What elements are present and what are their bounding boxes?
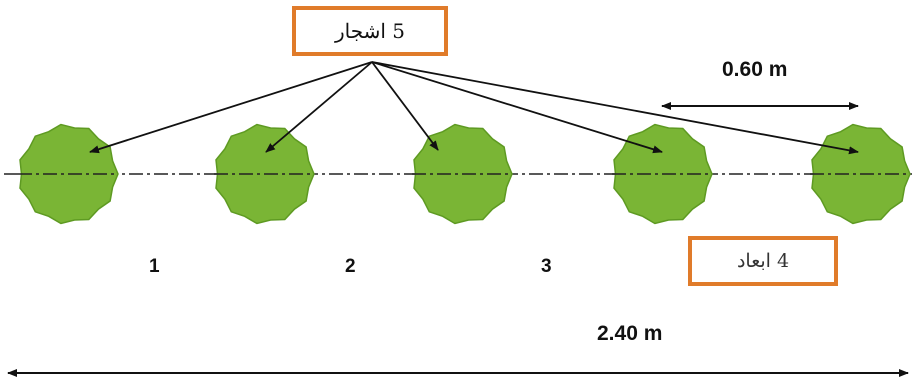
spacing-dimension-label: 0.60 m	[722, 58, 788, 81]
pointer-arrow-3	[371, 61, 439, 151]
pointer-arrow-2	[265, 61, 373, 153]
spacings-label-box: 4 ابعاد	[688, 236, 838, 286]
spacings-label: 4 ابعاد	[736, 250, 790, 272]
trees-label: 5 اشجار	[334, 19, 406, 43]
trees-label-box: 5 اشجار	[292, 6, 448, 56]
pointer-arrow-4	[371, 61, 663, 154]
tree-row	[18, 123, 911, 225]
spacing-number-2: 2	[345, 256, 356, 277]
pointer-arrow-5	[371, 61, 859, 155]
pointer-arrows	[89, 61, 859, 155]
spacing-number-1: 1	[149, 256, 160, 277]
spacing-number-3: 3	[541, 256, 552, 277]
total-dimension-label: 2.40 m	[597, 322, 663, 345]
pointer-arrow-1	[89, 61, 373, 154]
